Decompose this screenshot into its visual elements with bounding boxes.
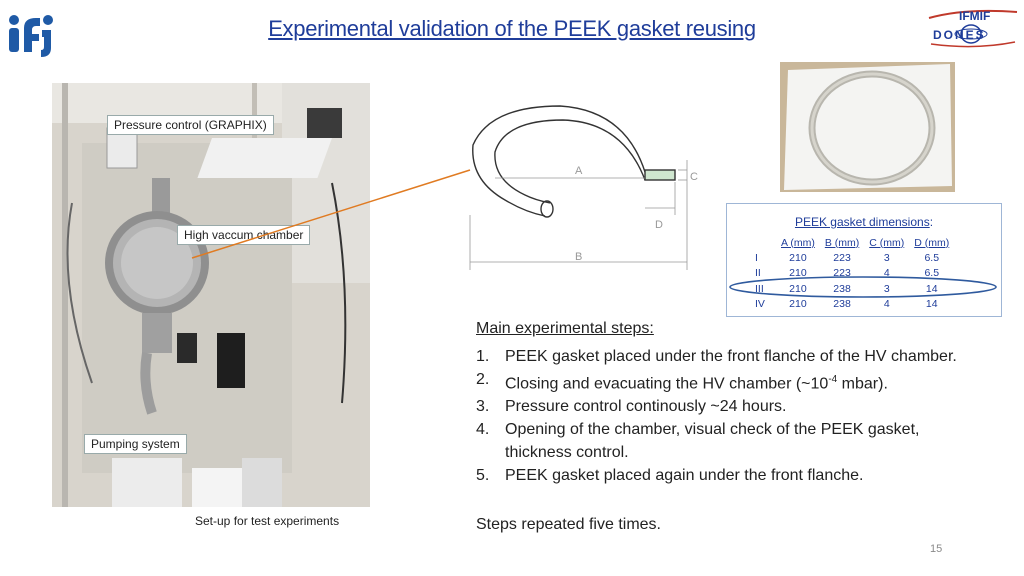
logo-text-bottom: DONES (933, 28, 986, 42)
table-header-row: A (mm) B (mm) C (mm) D (mm) (745, 235, 954, 250)
ifmif-dones-logo-mark: IFMIF DONES (928, 9, 1018, 48)
table-cell: 6.5 (924, 251, 940, 264)
gasket-dimensions-panel: PEEK gasket dimensions: A (mm) B (mm) C … (726, 203, 1002, 317)
step-number: 5. (476, 467, 490, 485)
table-row: I 210 223 3 6.5 (745, 250, 954, 265)
step-number: 4. (476, 421, 490, 439)
table-header-id (745, 235, 776, 250)
row-id: I (755, 251, 758, 264)
dim-b-label: B (575, 251, 582, 263)
step-superscript: -4 (828, 374, 838, 385)
dim-c-label: C (690, 171, 698, 183)
table-cell: 238 (833, 297, 851, 310)
pressure-control-label: Pressure control (GRAPHIX) (107, 115, 274, 135)
table-cell: 14 (925, 297, 938, 310)
dimensions-title: PEEK gasket dimensions: (727, 215, 1001, 229)
row-id: II (755, 267, 761, 280)
dim-a-label: A (575, 165, 583, 177)
gasket-drawing-svg: A B C D (469, 105, 698, 270)
table-cell: 3 (883, 251, 890, 264)
list-item: 3. Pressure control continously ~24 hour… (476, 395, 976, 418)
table-cell: 223 (833, 251, 851, 264)
table-cell: 238 (833, 282, 851, 295)
step-text: Opening of the chamber, visual check of … (505, 421, 920, 462)
step-text: PEEK gasket placed again under the front… (505, 467, 864, 485)
page-title: Experimental validation of the PEEK gask… (268, 16, 756, 41)
step-number: 2. (476, 371, 490, 388)
list-item: 4. Opening of the chamber, visual check … (476, 418, 976, 464)
table-cell: 210 (789, 282, 807, 295)
table-cell: 3 (883, 282, 890, 295)
steps-list: 1. PEEK gasket placed under the front fl… (476, 345, 976, 487)
step-number: 3. (476, 398, 490, 416)
table-cell: 210 (789, 267, 807, 280)
dim-d-label: D (655, 219, 663, 231)
table-cell: 4 (883, 267, 890, 280)
table-row: IV 210 238 4 14 (745, 296, 954, 311)
table-cell: 210 (789, 297, 807, 310)
table-cell: 223 (833, 267, 851, 280)
list-item: 2. Closing and evacuating the HV chamber… (476, 368, 976, 395)
gasket-photo (780, 62, 955, 192)
ifmif-dones-logo: IFMIF DONES (925, 4, 1021, 50)
ifj-logo (6, 10, 58, 58)
step-text-after: mbar). (837, 375, 888, 393)
dimensions-title-text: PEEK gasket dimensions (794, 215, 930, 229)
table-header: B (mm) (824, 236, 860, 249)
ifj-logo-mark (9, 15, 53, 57)
step-text: Closing and evacuating the HV chamber (~… (505, 375, 829, 393)
dimensions-table: A (mm) B (mm) C (mm) D (mm) I 210 223 3 … (745, 235, 954, 311)
table-cell: 14 (925, 282, 938, 295)
table-header: A (mm) (781, 236, 815, 249)
logo-text-top: IFMIF (959, 9, 990, 23)
row-highlight-ellipse (729, 276, 997, 298)
dimensions-title-suffix: : (929, 215, 934, 229)
step-text: PEEK gasket placed under the front flanc… (505, 348, 957, 365)
table-header: C (mm) (869, 236, 905, 249)
table-header: D (mm) (914, 236, 950, 249)
gasket-drawing: A B C D (465, 100, 705, 275)
steps-footer: Steps repeated five times. (476, 516, 661, 533)
row-id: IV (755, 297, 765, 310)
gasket-photo-illustration (780, 62, 955, 192)
steps-heading: Main experimental steps: (476, 320, 654, 337)
pumping-system-label: Pumping system (84, 434, 187, 454)
table-cell: 4 (883, 297, 890, 310)
list-item: 1. PEEK gasket placed under the front fl… (476, 345, 976, 368)
row-id: III (755, 282, 764, 295)
table-row: II 210 223 4 6.5 (745, 266, 954, 281)
table-row: III 210 238 3 14 (745, 281, 954, 296)
step-number: 1. (476, 348, 490, 365)
page-number: 15 (930, 543, 943, 555)
table-cell: 210 (789, 251, 807, 264)
step-text: Pressure control continously ~24 hours. (505, 398, 787, 416)
setup-caption: Set-up for test experiments (195, 514, 340, 528)
list-item: 5. PEEK gasket placed again under the fr… (476, 464, 976, 487)
table-cell: 6.5 (924, 267, 940, 280)
vacuum-chamber-label: High vaccum chamber (177, 225, 311, 245)
